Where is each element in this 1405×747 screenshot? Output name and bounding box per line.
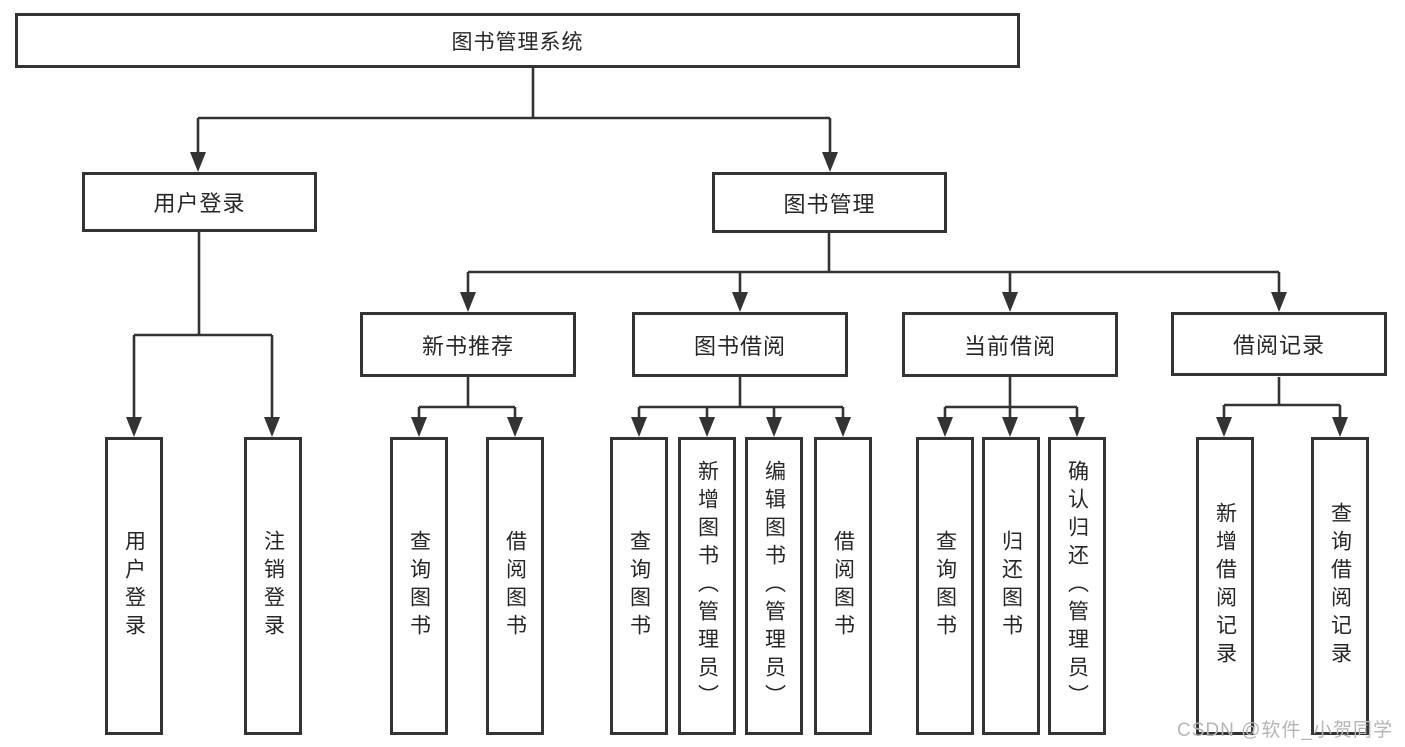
leaf-borrow-books: 借阅图书 <box>814 437 872 735</box>
node-book-management: 图书管理 <box>712 172 947 233</box>
node-root-system: 图书管理系统 <box>15 13 1020 68</box>
leaf-add-books-admin: 新增图书（管理员） <box>678 437 736 735</box>
leaf-borrow-books-recommend: 借阅图书 <box>486 437 544 735</box>
leaf-edit-books-admin: 编辑图书（管理员） <box>745 437 803 735</box>
node-current-borrowing: 当前借阅 <box>902 312 1118 377</box>
leaf-logout: 注销登录 <box>244 437 302 735</box>
node-user-login: 用户登录 <box>82 172 317 232</box>
leaf-add-borrow-record: 新增借阅记录 <box>1196 437 1254 735</box>
node-new-book-recommendation: 新书推荐 <box>360 312 576 377</box>
leaf-query-borrow-record: 查询借阅记录 <box>1311 437 1369 735</box>
leaf-user-login: 用户登录 <box>105 437 163 735</box>
leaf-confirm-return-admin: 确认归还（管理员） <box>1048 437 1106 735</box>
leaf-query-books-recommend: 查询图书 <box>390 437 448 735</box>
csdn-watermark: CSDN @软件_小贺同学 <box>1177 720 1393 741</box>
leaf-query-books-current: 查询图书 <box>916 437 974 735</box>
node-book-borrowing: 图书借阅 <box>632 312 848 377</box>
leaf-query-books-borrow: 查询图书 <box>610 437 668 735</box>
arrowhead-icons <box>126 152 1348 437</box>
node-borrowing-records: 借阅记录 <box>1171 312 1387 376</box>
leaf-return-books: 归还图书 <box>982 437 1040 735</box>
